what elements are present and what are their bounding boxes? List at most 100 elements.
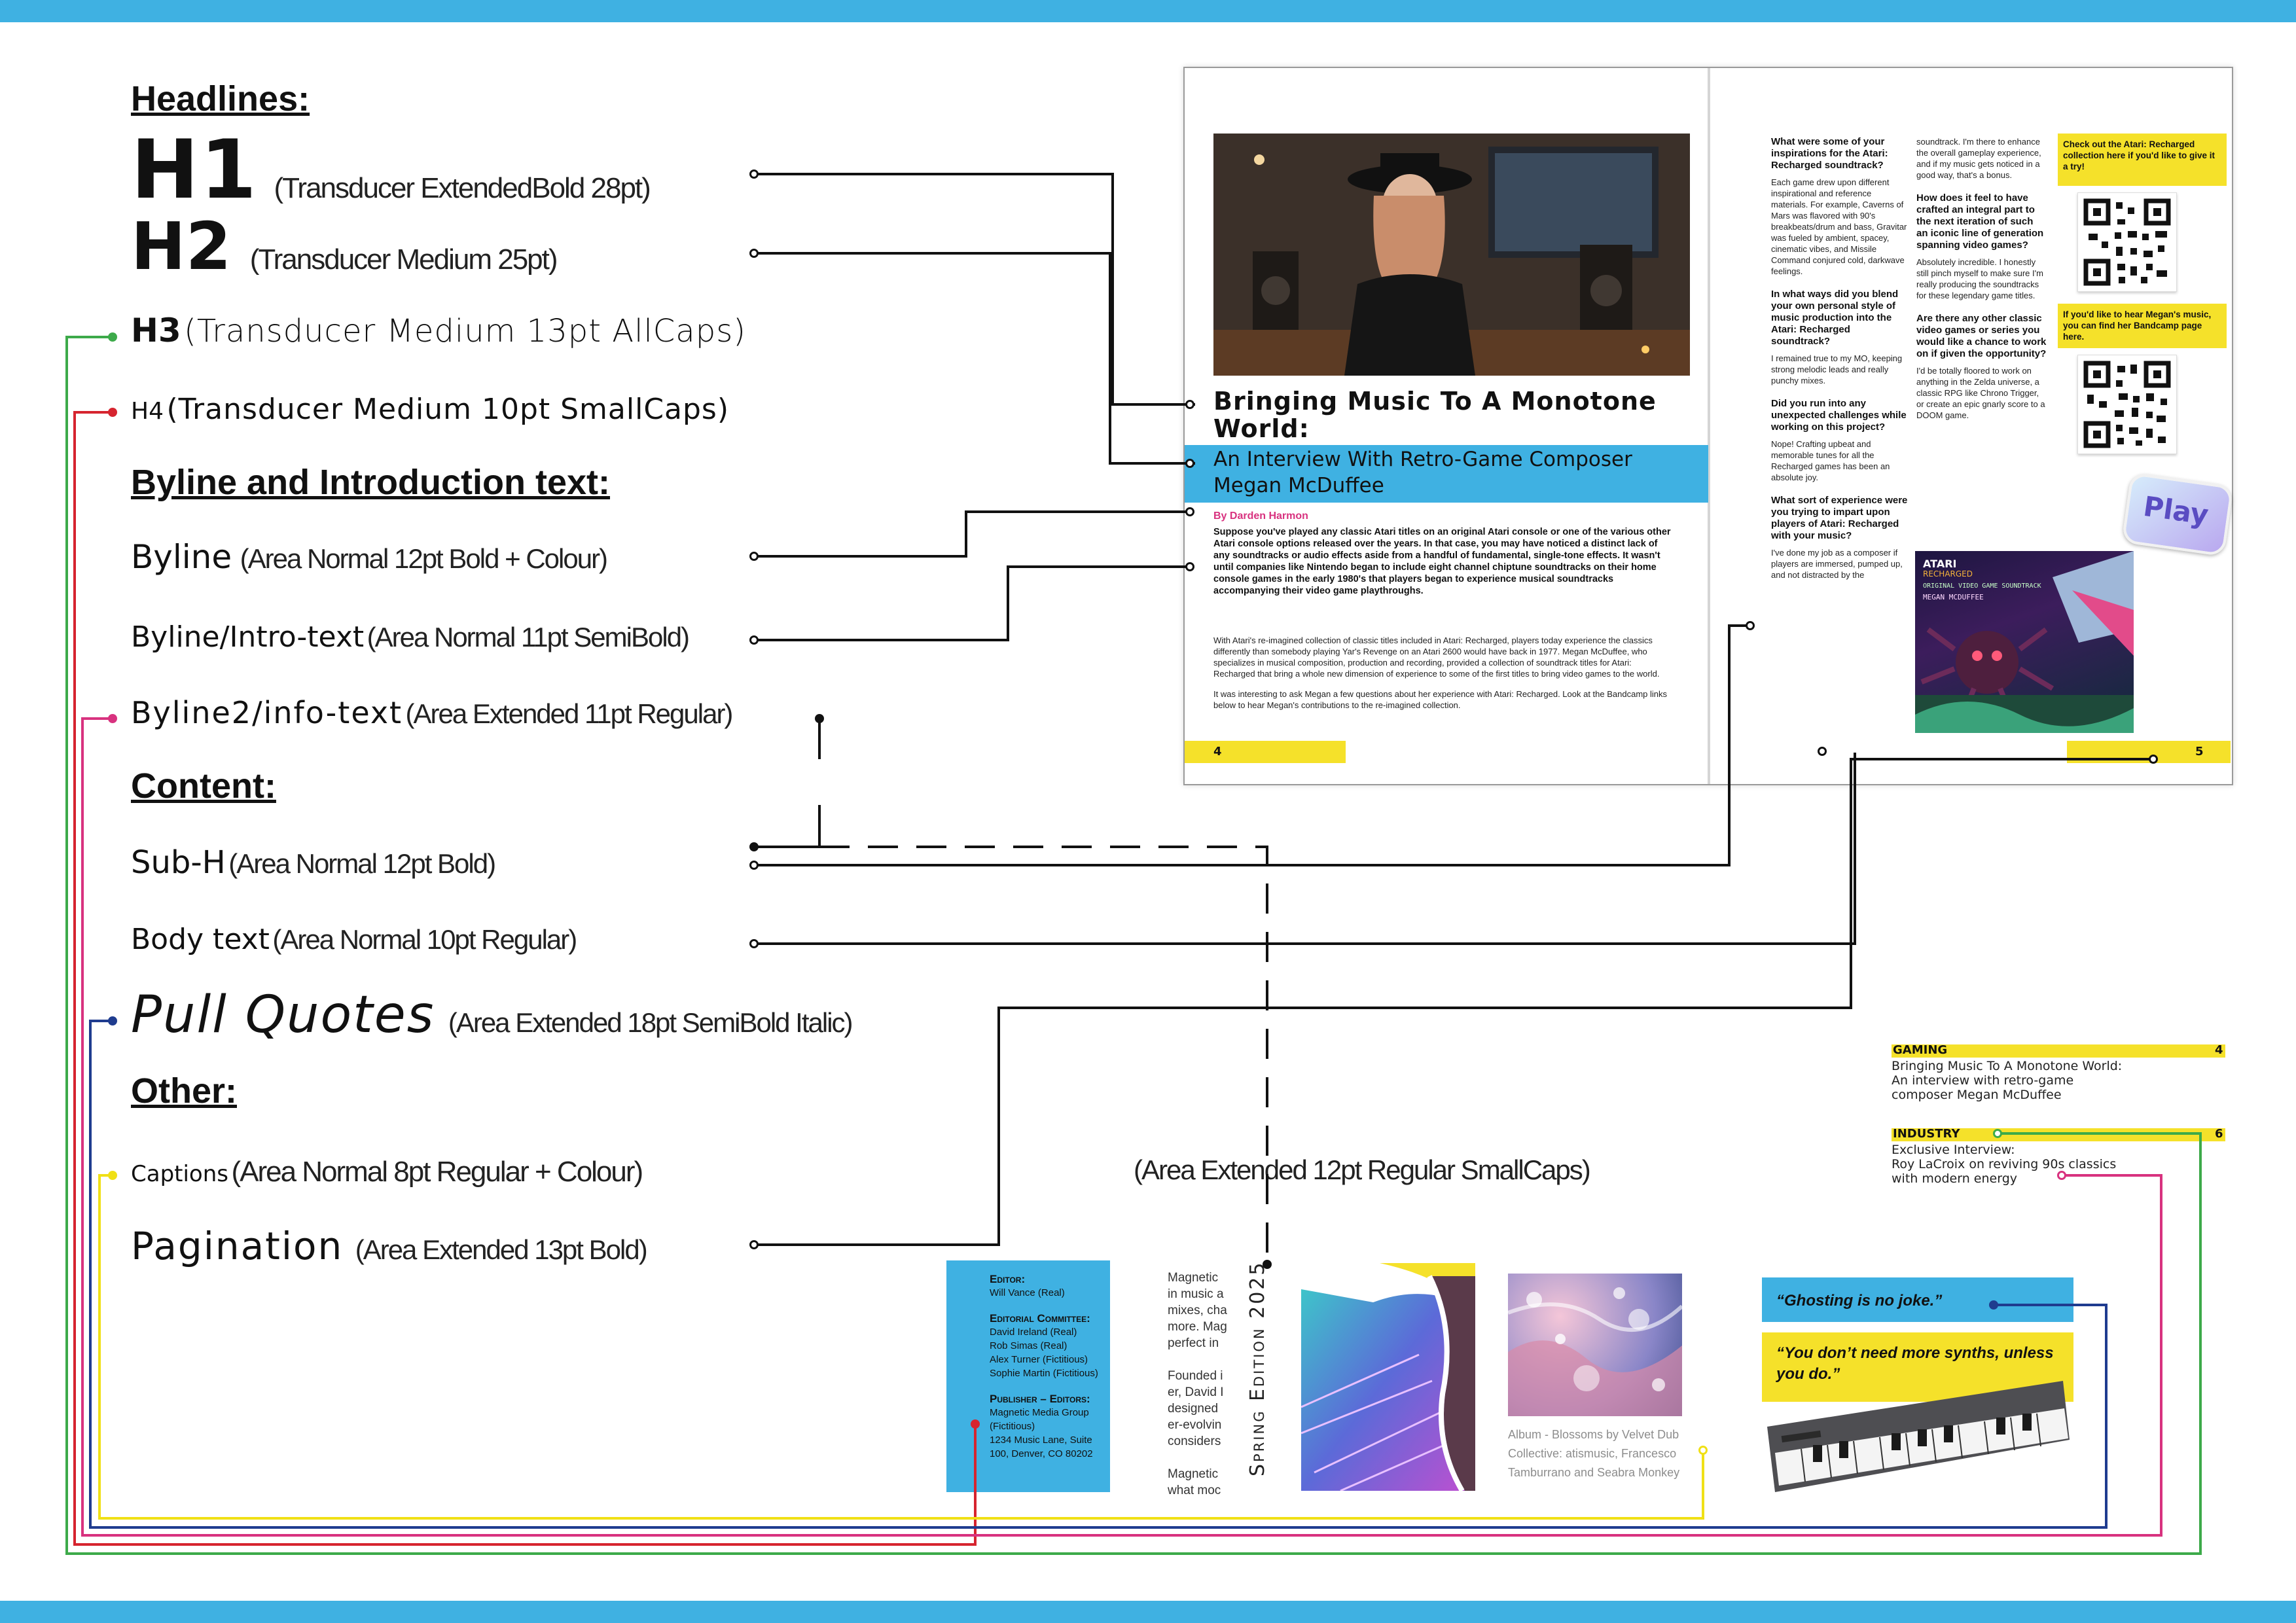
cutoff-line: Magnetic (1168, 1271, 1219, 1285)
masthead-publisher-heading: Publisher – Editors: (990, 1393, 1090, 1405)
qr-code-icon (2083, 361, 2171, 448)
cutoff-line: er, David I (1168, 1385, 1224, 1399)
info-sample: Byline2/info-text (Area Extended 11pt Re… (131, 695, 734, 730)
article-subtitle: An Interview With Retro-Game Composer Me… (1213, 448, 1632, 497)
connector-dot (108, 1171, 117, 1180)
album-brand: ATARI (1923, 558, 1957, 570)
toc-line: Bringing Music To A Monotone World: (1892, 1059, 2123, 1073)
connector-dot (749, 939, 759, 948)
body-spec: (Area Normal 10pt Regular) (272, 924, 577, 955)
album-subbrand: RECHARGED (1923, 569, 1973, 579)
connector-dot (1746, 621, 1755, 630)
connector-dot (108, 408, 117, 417)
h4-label: H4 (131, 398, 164, 425)
connector-dot (1698, 1446, 1708, 1455)
captions-sample: Captions (Area Normal 8pt Regular + Colo… (131, 1156, 643, 1188)
pull-quote-2: “You don’t need more synths, unless you … (1776, 1344, 2054, 1383)
masthead-box: Editor: Will Vance (Real) Editorial Comm… (946, 1260, 1110, 1492)
other-heading: Other: (131, 1071, 237, 1111)
answer: I remained true to my MO, keeping strong… (1771, 353, 1903, 385)
qr-code-bandcamp[interactable] (2077, 355, 2177, 454)
headlines-heading: Headlines: (131, 79, 310, 118)
masthead-committee: Rob Simas (Real) (990, 1340, 1067, 1351)
album-art-bubbles (1508, 1287, 1682, 1416)
h4-spec: (Transducer Medium 10pt SmallCaps) (166, 393, 730, 426)
connector-dot (749, 552, 759, 561)
cutoff-line: considers (1168, 1435, 1221, 1448)
caption-line: Album - Blossoms by Velvet Dub (1508, 1428, 1679, 1441)
toc-line: Roy LaCroix on reviving 90s classics (1892, 1157, 2117, 1171)
masthead-publisher: Magnetic Media Group (990, 1407, 1089, 1418)
answer: Absolutely incredible. I honestly still … (1916, 257, 2043, 300)
connector-dot (749, 249, 759, 258)
info-connector (81, 717, 2162, 1537)
caption-connector (98, 1174, 1704, 1520)
toc-line: composer Megan McDuffee (1892, 1088, 2062, 1102)
keyboard-image (1762, 1361, 2073, 1499)
pagination-label: Pagination (131, 1224, 344, 1268)
connector-dot (1185, 459, 1194, 468)
masthead-publisher: 1234 Music Lane, Suite (990, 1435, 1092, 1446)
pull-quote-1: “Ghosting is no joke.” (1776, 1292, 1943, 1310)
smallcaps-spec: (Area Extended 12pt Regular SmallCaps) (1134, 1154, 1591, 1185)
collection-info-box: Check out the Atari: Recharged collectio… (2058, 134, 2227, 186)
masthead-editor-heading: Editor: (990, 1273, 1026, 1285)
connector-dot (1185, 400, 1194, 409)
album-cover-art (1915, 551, 2134, 733)
masthead-committee: Sophie Martin (Fictitious) (990, 1368, 1098, 1379)
qr-code-collection[interactable] (2077, 192, 2177, 292)
h2-label: H2 (131, 208, 232, 285)
magazine-spread: Bringing Music To A Monotone World: An I… (1183, 67, 2234, 785)
toc-page: 4 (2215, 1043, 2223, 1057)
toc-entry-industry[interactable]: Exclusive Interview: Roy LaCroix on revi… (1892, 1143, 2116, 1186)
toc-line: An interview with retro-game (1892, 1073, 2074, 1088)
cutoff-line: perfect in (1168, 1336, 1219, 1350)
album-caption: Album - Blossoms by Velvet Dub Collectiv… (1508, 1425, 1679, 1482)
h3-sample: H3 (Transducer Medium 13pt AllCaps) (131, 312, 746, 349)
h2-sample: H2 (Transducer Medium 25pt) (131, 208, 558, 285)
cutoff-line: more. Mag (1168, 1320, 1227, 1334)
connector-dot (1818, 747, 1827, 756)
connector-dot (2149, 755, 2158, 764)
toc-page: 6 (2215, 1127, 2223, 1141)
byline-sample: Byline (Area Normal 12pt Bold + Colour) (131, 538, 608, 576)
content-heading: Content: (131, 766, 276, 806)
h1-connector (754, 173, 1195, 406)
cutoff-line: designed (1168, 1402, 1219, 1416)
composer-photo-art (1213, 134, 1690, 376)
toc-line: with modern energy (1892, 1171, 2017, 1186)
captions-spec: (Area Normal 8pt Regular + Colour) (231, 1156, 643, 1188)
toc-category: GAMING (1893, 1043, 1948, 1057)
question: Did you run into any unexpected challeng… (1771, 398, 1907, 433)
masthead-committee: David Ireland (Real) (990, 1327, 1077, 1338)
connector-dot (2057, 1171, 2066, 1180)
bandcamp-info-box: If you'd like to hear Megan's music, you… (2058, 304, 2227, 348)
toc-category: INDUSTRY (1893, 1127, 1960, 1141)
masthead-publisher: 100, Denver, CO 80202 (990, 1448, 1093, 1459)
info-spec: (Area Extended 11pt Regular) (405, 698, 734, 729)
pagination-spec: (Area Extended 13pt Bold) (355, 1234, 648, 1265)
toc-bar-gaming (1892, 1044, 2225, 1058)
connector-dot (749, 842, 759, 851)
question: How does it feel to have crafted an inte… (1916, 192, 2044, 251)
article-intro: Suppose you've played any classic Atari … (1213, 527, 1671, 596)
captions-label: Captions (131, 1161, 228, 1187)
intro-label: Byline/Intro-text (131, 620, 365, 654)
subh-spec: (Area Normal 12pt Bold) (228, 848, 496, 879)
article-title: Bringing Music To A Monotone World: (1213, 387, 1657, 443)
connector-dot (108, 332, 117, 342)
article-body-1: With Atari's re-imagined collection of c… (1213, 635, 1660, 679)
info-label: Byline2/info-text (131, 695, 403, 730)
intro-sample: Byline/Intro-text (Area Normal 11pt Semi… (131, 620, 690, 654)
h4-sample: H4 (Transducer Medium 10pt SmallCaps) (131, 393, 729, 426)
top-band (0, 0, 2296, 22)
byline-heading: Byline and Introduction text: (131, 463, 611, 502)
answer: I've done my job as a composer if player… (1771, 548, 1903, 580)
answer: I'd be totally floored to work on anythi… (1916, 366, 2045, 420)
cutoff-line: Founded i (1168, 1369, 1223, 1383)
pull-spec: (Area Extended 18pt SemiBold Italic) (448, 1007, 853, 1038)
byline-label: Byline (131, 538, 232, 576)
toc-entry-gaming[interactable]: Bringing Music To A Monotone World: An i… (1892, 1059, 2122, 1102)
connector-dot (1993, 1129, 2002, 1138)
